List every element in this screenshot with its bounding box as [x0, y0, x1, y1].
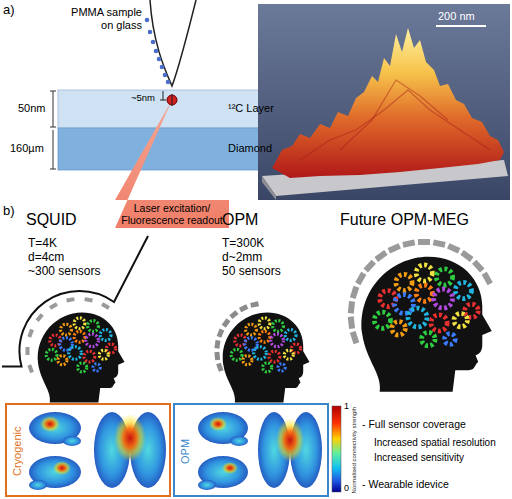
panel-label: OPM	[179, 437, 192, 464]
panel-letter: b)	[3, 203, 15, 219]
text-holder: Increased spatial resolution	[374, 437, 496, 449]
text-holder: ~5nm	[131, 92, 155, 103]
sample-label: PMMA sample on glass	[60, 6, 142, 32]
text-holder: ~300 sensors	[28, 264, 100, 278]
laser-beam: Laser excitation/ Fluorescence readout	[115, 200, 233, 228]
afm-tip	[150, 0, 196, 86]
layer-band: Diamond	[58, 128, 300, 170]
text-holder: - Full sensor coverage	[362, 418, 466, 431]
text-holder: OPM	[222, 210, 258, 229]
text-holder: Cryogenic	[11, 425, 24, 476]
column-heading: OPM	[222, 210, 258, 229]
head-squid	[38, 313, 125, 403]
text-holder: 160µm	[10, 142, 44, 155]
future-sensors	[348, 239, 493, 344]
text-holder: Normalised connectivity strength	[351, 405, 358, 493]
afm-ridges	[300, 80, 490, 160]
afm-base-side	[262, 176, 276, 200]
laser-cone	[115, 100, 229, 228]
text-holder: 1	[344, 401, 349, 412]
opm-sensors	[214, 301, 259, 372]
layer-band: ¹²C Layer	[58, 90, 300, 128]
text-holder: T=300K	[222, 236, 264, 250]
scale-value: 1	[344, 401, 349, 412]
text-holder: - Wearable idevice	[362, 478, 449, 491]
text-holder: PMMA sample on glass	[60, 6, 142, 32]
spec-text: d~2mm	[222, 250, 262, 264]
spec-text: T=4K	[28, 236, 57, 250]
text-holder: T=4K	[28, 236, 57, 250]
text-holder: ¹²C Layer	[228, 102, 274, 115]
column-heading: SQUID	[26, 210, 77, 229]
panel-letter: a)	[3, 2, 15, 18]
panel-label: Cryogenic	[11, 425, 24, 476]
dimension-label: 50nm	[18, 102, 46, 115]
text-holder: Laser excitation/ Fluorescence readout	[115, 202, 229, 226]
colorbar-title: Normalised connectivity strength	[351, 405, 358, 493]
text-holder: 50nm	[18, 102, 46, 115]
band-label: ¹²C Layer	[228, 102, 274, 115]
text-holder: OPM	[179, 437, 192, 464]
sample-dots	[145, 18, 171, 85]
head-opm	[223, 313, 310, 403]
spec-text: ~300 sensors	[28, 264, 100, 278]
colorbar	[332, 406, 341, 492]
scale-bar	[436, 25, 486, 27]
column-heading: Future OPM-MEG	[340, 210, 469, 229]
map-panel: Cryogenic	[6, 404, 170, 496]
text-holder: a)	[3, 2, 15, 18]
text-holder: Future OPM-MEG	[340, 210, 469, 229]
dewar-wall	[2, 236, 148, 367]
beam-label: Laser excitation/ Fluorescence readout	[115, 202, 229, 226]
map-panel: OPM	[174, 404, 328, 496]
text-holder: b)	[3, 203, 15, 219]
dimension-label: 160µm	[10, 142, 44, 155]
bullet-text: - Full sensor coverage	[362, 418, 466, 431]
bullet-text: Increased sensitivity	[374, 452, 464, 464]
afm-image: 200 nm	[258, 4, 510, 200]
dimension-marks	[50, 91, 56, 169]
head-future	[362, 257, 492, 392]
opm-maps	[198, 412, 322, 490]
nv-centre	[167, 95, 177, 105]
opm-frame	[174, 404, 328, 496]
cryogenic-frame	[6, 404, 170, 496]
bullet-text: Increased spatial resolution	[374, 437, 496, 449]
text-holder: 200 nm	[438, 10, 475, 23]
text-holder: d~2mm	[222, 250, 262, 264]
text-holder: 50 sensors	[222, 264, 281, 278]
text-holder: d=4cm	[28, 250, 64, 264]
depth-marker	[160, 91, 166, 100]
afm-background	[258, 4, 510, 200]
bullet-text: - Wearable idevice	[362, 478, 449, 491]
afm-surface	[272, 28, 504, 178]
cryogenic-maps	[29, 412, 166, 490]
spec-text: T=300K	[222, 236, 264, 250]
text-holder: SQUID	[26, 210, 77, 229]
band-label: Diamond	[228, 142, 272, 155]
scale-value: 0	[344, 483, 349, 494]
spec-text: 50 sensors	[222, 264, 281, 278]
spec-text: d=4cm	[28, 250, 64, 264]
text-holder: Diamond	[228, 142, 272, 155]
spin-arrow	[172, 94, 173, 106]
scale-bar-label: 200 nm	[438, 10, 475, 23]
depth-label: ~5nm	[131, 92, 155, 103]
text-holder: 0	[344, 483, 349, 494]
text-holder: Increased sensitivity	[374, 452, 464, 464]
